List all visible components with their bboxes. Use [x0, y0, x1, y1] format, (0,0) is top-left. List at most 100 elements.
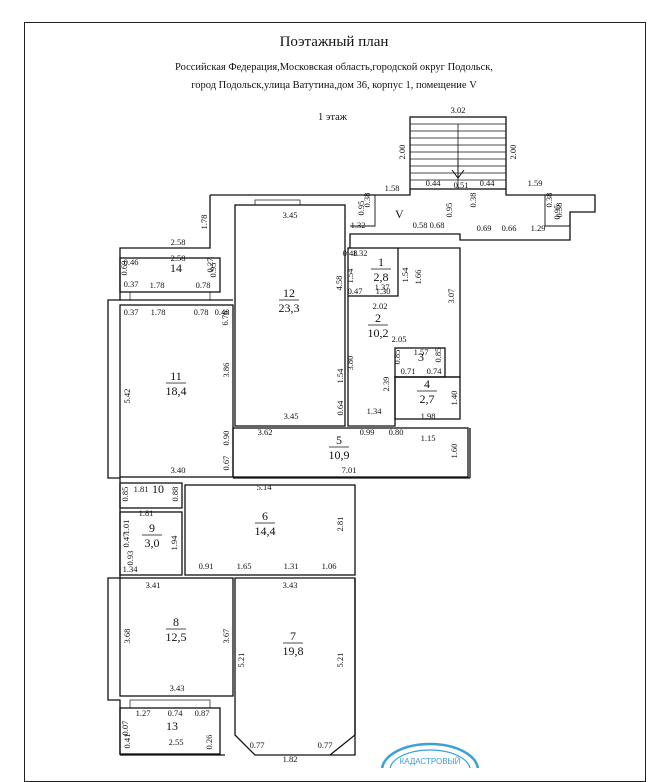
- room-number: 9: [149, 521, 155, 535]
- room-number: 8: [173, 615, 179, 629]
- dimension-label: 2.58: [171, 253, 186, 263]
- dimension-label: 1.37: [375, 282, 390, 292]
- dimension-label: 5.21: [335, 653, 345, 668]
- dimension-label: 1.94: [169, 535, 179, 551]
- dimension-label: 0.51: [454, 180, 469, 190]
- room-number: 7: [290, 629, 296, 643]
- dimension-label: 1.57: [414, 347, 429, 357]
- dimension-label: 0.68: [430, 220, 445, 230]
- dimension-label: 0.26: [204, 735, 214, 750]
- room-5: [232, 427, 469, 478]
- dimension-label: 1.31: [284, 561, 299, 571]
- dimension-label: 3.41: [146, 580, 161, 590]
- dimension-label: 5.21: [236, 653, 246, 668]
- dimension-label: 0.44: [426, 178, 442, 188]
- dimension-label: 7.01: [342, 465, 357, 475]
- dimension-label: 3.07: [446, 289, 456, 304]
- room-10: [119, 482, 183, 509]
- dimension-label: 0.67: [221, 456, 231, 471]
- dimension-label: 0.46: [124, 257, 139, 267]
- dimension-label: 1.65: [237, 561, 252, 571]
- dimension-label: 0.77: [250, 740, 265, 750]
- room-area: 10,2: [368, 326, 389, 340]
- dimension-label: 1.98: [421, 411, 436, 421]
- entrance-arrow: [451, 160, 465, 179]
- dimension-label: 2.39: [381, 377, 391, 392]
- dimension-label: 3.43: [283, 580, 298, 590]
- dimension-label: 0.78: [194, 307, 209, 317]
- dimension-label: 0.47: [121, 533, 131, 548]
- floor-label: 1 этаж: [318, 112, 348, 123]
- dimension-label: 3.67: [221, 629, 231, 644]
- dimension-label: 1.54: [345, 268, 355, 284]
- dimension-label: 0.95: [444, 203, 454, 218]
- room-number: 12: [283, 286, 295, 300]
- stamp-text: КАДАСТРОВЫЙ: [400, 757, 461, 766]
- dimension-label: 0.91: [199, 561, 214, 571]
- dimension-label: 1.29: [531, 223, 546, 233]
- dimension-label: 1.78: [150, 280, 165, 290]
- dimension-label: 0.47: [348, 286, 363, 296]
- dimension-label: 6.76: [220, 311, 230, 326]
- dimension-label: 0.69: [477, 223, 492, 233]
- room-number: 1: [378, 255, 384, 269]
- dimension-label: 0.71: [401, 366, 416, 376]
- dimension-label: 1.54: [335, 368, 345, 384]
- room-number: 3: [418, 350, 424, 364]
- room-12: [234, 204, 346, 427]
- dimension-label: 2.55: [169, 737, 184, 747]
- room-1: [347, 247, 399, 297]
- dimension-label: 0.07: [120, 721, 130, 736]
- dimension-label: 1.81: [139, 508, 154, 518]
- dimension-label: 3.80: [345, 356, 355, 371]
- dimension-label: 1.81: [134, 484, 149, 494]
- room-area: 18,4: [166, 384, 187, 398]
- dimension-label: 3.40: [171, 465, 186, 475]
- dimension-label: 2.05: [392, 334, 407, 344]
- plan-title: Поэтажный план: [279, 34, 389, 50]
- dimension-label: 2.58: [171, 237, 186, 247]
- dimension-label: 0.37: [124, 307, 139, 317]
- dimension-label: 0.88: [170, 487, 180, 502]
- address-line-2: город Подольск,улица Ватутина,дом 36, ко…: [191, 80, 477, 91]
- dimension-label: 0.69: [119, 261, 129, 276]
- room-number: 5: [336, 433, 342, 447]
- room-6: [184, 484, 356, 576]
- dimension-label: 0.27: [205, 258, 215, 273]
- dimension-label: 1.78: [151, 307, 166, 317]
- room-11: [119, 304, 234, 478]
- dimension-label: 0.38: [544, 193, 554, 208]
- room-number: 14: [170, 261, 182, 275]
- dimension-label: 0.66: [502, 223, 517, 233]
- room-area: 2,8: [374, 270, 389, 284]
- dimension-label: 0.48: [215, 307, 230, 317]
- room-area: 3,0: [145, 536, 160, 550]
- dimension-label: 1.34: [367, 406, 383, 416]
- outer-wall-west: [107, 195, 211, 490]
- dimension-label: 2.00: [508, 145, 518, 160]
- dimension-label: 1.59: [528, 178, 543, 188]
- dimension-label: 0.85: [120, 487, 130, 502]
- dimension-label: 1.78: [199, 215, 209, 230]
- room-number: 11: [170, 369, 182, 383]
- dimension-label: 3.45: [283, 210, 298, 220]
- dimension-label: 0.90: [221, 431, 231, 446]
- dimension-label: 0.95: [356, 201, 366, 216]
- dimension-label: 1.60: [449, 444, 459, 459]
- dimension-label: 2.02: [373, 301, 388, 311]
- room-area: 19,8: [283, 644, 304, 658]
- dimension-label: 1.82: [283, 754, 298, 764]
- dimension-label: 0.85: [433, 348, 443, 363]
- room-8: [119, 577, 234, 697]
- dimension-label: 1.32: [351, 220, 366, 230]
- room-area: 12,5: [166, 630, 187, 644]
- dimension-label: 3.86: [221, 363, 231, 378]
- dimension-label: 1.15: [421, 433, 436, 443]
- dimension-label: 1.27: [136, 708, 151, 718]
- dimension-label: 1.01: [121, 520, 131, 535]
- dimension-label: 1.30: [376, 286, 391, 296]
- room-7: [234, 577, 356, 756]
- room-number: 10: [152, 482, 164, 496]
- dimension-label: 0.48: [343, 248, 358, 258]
